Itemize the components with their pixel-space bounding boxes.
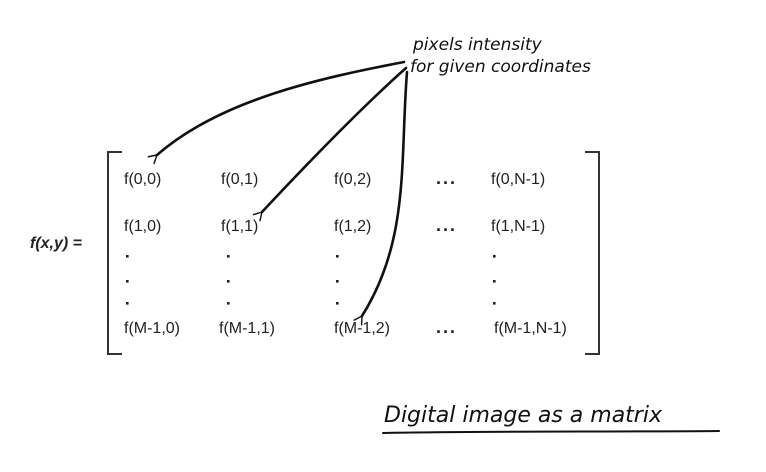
cell-0-2: f(0,2) [334,171,371,188]
cell-m-1: f(M-1,1) [219,320,275,337]
cell-m-0: f(M-1,0) [124,320,180,337]
annotation-line-2: for given coordinates [410,57,591,77]
arrow-to-fm12 [353,70,409,326]
cell-0-0: f(0,0) [124,171,161,188]
vdot [227,280,230,283]
cell-1-1: f(1,1) [221,218,258,235]
vdot [336,302,339,305]
caption: Digital image as a matrix [384,403,663,428]
cell-1-last: f(1,N-1) [491,218,545,235]
vdot [336,280,339,283]
cell-m-last: f(M-1,N-1) [494,320,567,337]
cell-m-2: f(M-1,2) [334,320,390,337]
vdot [493,280,496,283]
annotation-line-1: pixels intensity [412,35,543,55]
cell-0-ellipsis: ... [436,168,457,188]
cell-1-2: f(1,2) [334,218,371,235]
vertical-dots [126,255,496,305]
vdot [126,280,129,283]
right-bracket [585,151,600,355]
vdot [227,255,230,258]
equation-lhs: f(x,y) = [30,235,82,252]
cell-1-0: f(1,0) [124,218,161,235]
cell-0-1: f(0,1) [221,171,258,188]
vdot [126,255,129,258]
cell-0-last: f(0,N-1) [491,171,545,188]
caption-underline [382,430,720,434]
vdot [493,302,496,305]
left-bracket [107,151,122,355]
vdot [493,255,496,258]
vdot [227,302,230,305]
arrow-to-f11 [252,66,408,222]
cell-m-ellipsis: ... [436,317,457,337]
vdot [126,302,129,305]
arrow-to-f00 [147,60,406,165]
vdot [336,255,339,258]
cell-1-ellipsis: ... [436,215,457,235]
